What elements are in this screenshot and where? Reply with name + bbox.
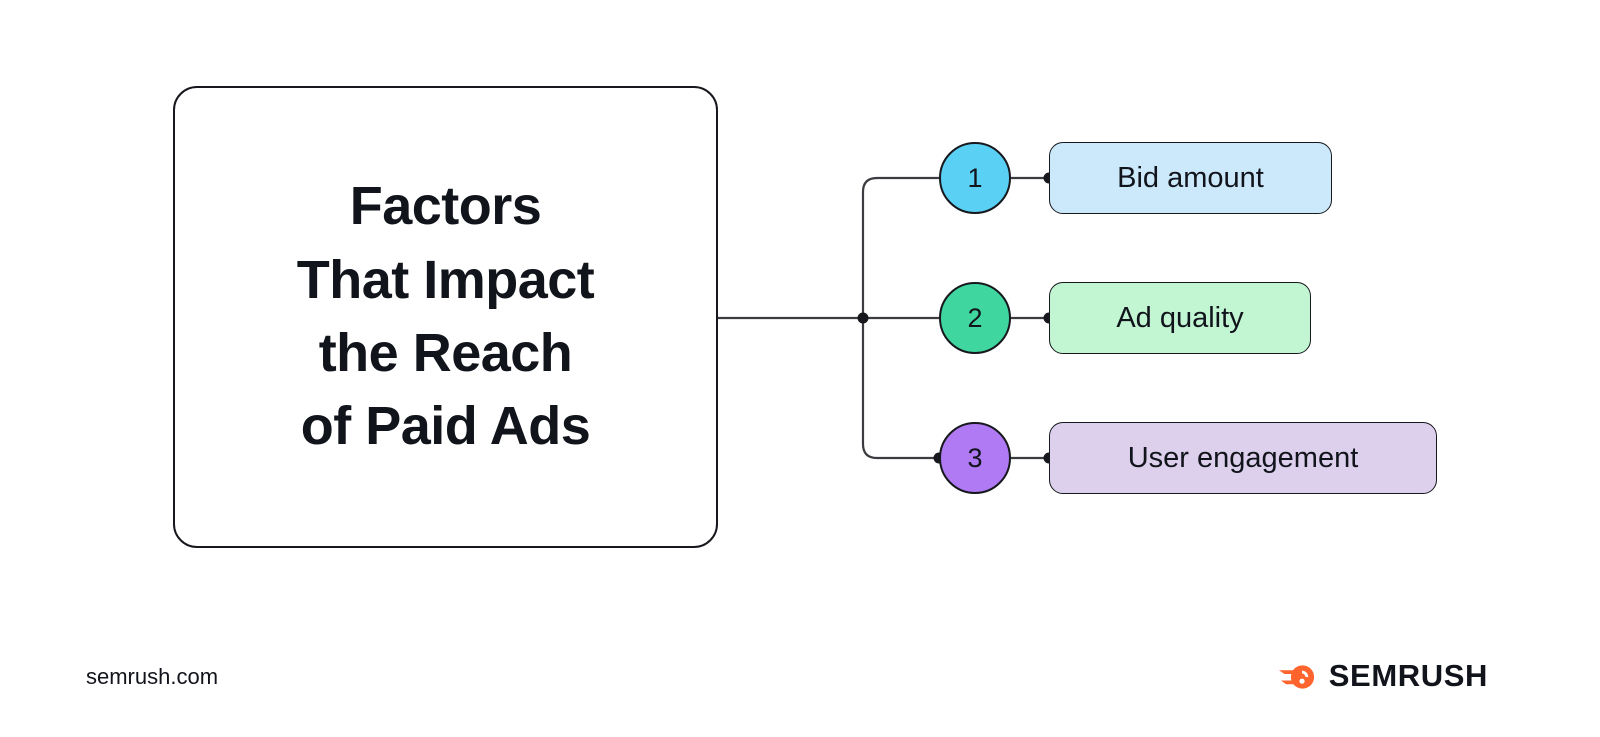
branch-number-3[interactable]: 3 — [939, 422, 1011, 494]
semrush-logo: SEMRUSH — [1278, 658, 1488, 693]
branch-pill-label-3: User engagement — [1127, 441, 1359, 474]
branch-number-2[interactable]: 2 — [939, 282, 1011, 354]
branch-pill-2[interactable]: Ad quality — [1049, 282, 1311, 354]
branch-pill-label-1: Bid amount — [1117, 161, 1264, 194]
comet-head-swoosh — [1301, 670, 1309, 677]
page-title: Factors That Impact the Reach of Paid Ad… — [296, 176, 595, 457]
connector-branch-3 — [861, 318, 939, 460]
branch-pill-3[interactable]: User engagement — [1049, 422, 1437, 494]
comet-head-circle — [1290, 664, 1314, 689]
branch-number-label-2: 2 — [967, 302, 983, 333]
junction-dot — [857, 312, 869, 324]
branch-number-1[interactable]: 1 — [939, 142, 1011, 214]
branch-pill-1[interactable]: Bid amount — [1049, 142, 1332, 214]
comet-inner-dot — [1299, 678, 1305, 684]
branch-number-label-3: 3 — [967, 442, 983, 473]
connector-branch-1 — [861, 176, 939, 318]
branch-pill-label-2: Ad quality — [1116, 301, 1244, 334]
branch-number-label-1: 1 — [967, 162, 983, 193]
semrush-logo-text: SEMRUSH — [1328, 658, 1488, 693]
semrush-comet-icon — [1278, 664, 1314, 689]
main-title-box: Factors That Impact the Reach of Paid Ad… — [173, 86, 718, 548]
footer-url: semrush.com — [86, 664, 219, 689]
